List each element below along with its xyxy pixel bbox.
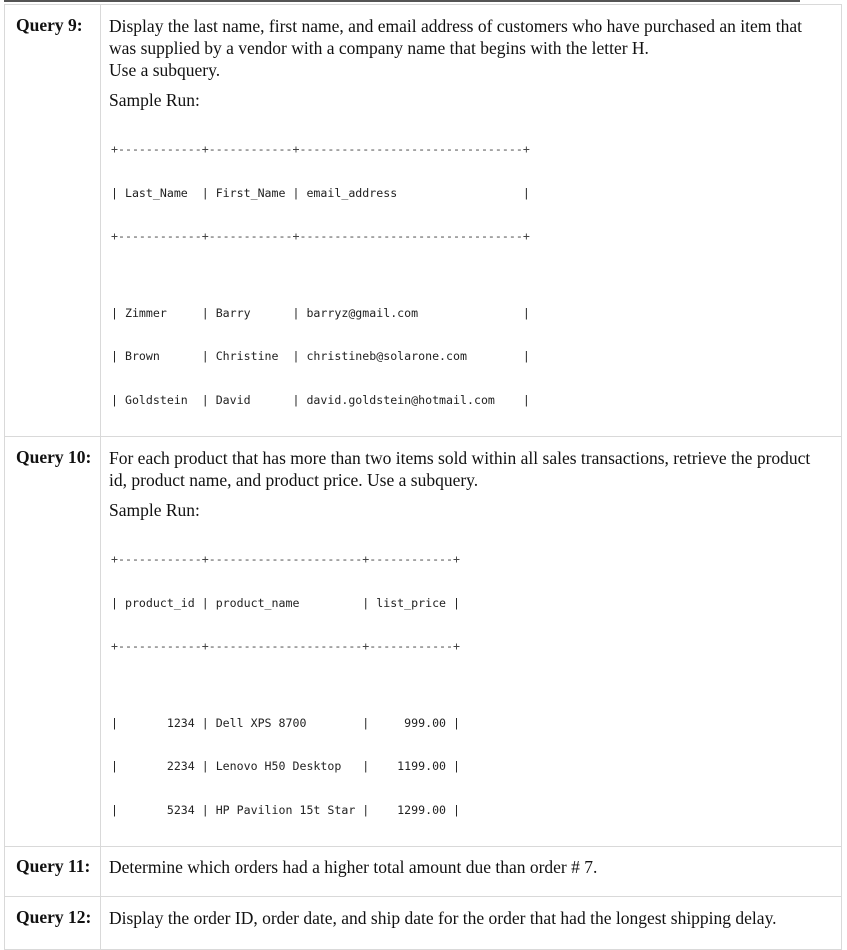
sample-run-label: Sample Run: [109, 90, 200, 110]
query-label: Query 12: [4, 896, 101, 950]
query-row-10: Query 10: For each product that has more… [4, 436, 842, 847]
table-border: +------------+------------+-------------… [111, 229, 530, 243]
query-content: Display the order ID, order date, and sh… [100, 896, 842, 950]
query-content: For each product that has more than two … [100, 436, 842, 847]
table-row: | Brown | Christine | christineb@solaron… [111, 349, 530, 363]
sample-run-label: Sample Run: [109, 500, 200, 520]
query-label: Query 10: [4, 436, 101, 847]
table-border: +------------+----------------------+---… [111, 552, 461, 566]
query-content: Determine which orders had a higher tota… [100, 846, 842, 897]
query-description-line: id, product name, and product price. Use… [109, 470, 479, 490]
query-description-line: Determine which orders had a higher tota… [109, 857, 598, 877]
table-row: | Zimmer | Barry | barryz@gmail.com | [111, 305, 530, 320]
query-label: Query 9: [4, 4, 101, 437]
table-row: | 2234 | Lenovo H50 Desktop | 1199.00 | [111, 759, 461, 773]
query-row-11: Query 11: Determine which orders had a h… [4, 846, 842, 897]
query-row-12: Query 12: Display the order ID, order da… [4, 896, 842, 950]
query-description-line: Use a subquery. [109, 60, 221, 80]
table-border: +------------+----------------------+---… [111, 639, 461, 653]
query-content: Display the last name, first name, and e… [100, 4, 842, 437]
table-header: | product_id | product_name | list_price… [111, 595, 461, 610]
table-row: | 1234 | Dell XPS 8700 | 999.00 | [111, 715, 461, 730]
table-border: +------------+------------+-------------… [111, 142, 530, 156]
table-header: | Last_Name | First_Name | email_address… [111, 185, 530, 200]
top-rule-divider [4, 0, 800, 2]
query-description-line: Display the last name, first name, and e… [109, 16, 802, 36]
query-row-9: Query 9: Display the last name, first na… [4, 4, 842, 437]
query-label: Query 11: [4, 846, 101, 897]
sample-run-output: +------------+----------------------+---… [109, 523, 835, 846]
query-description-line: Display the order ID, order date, and sh… [109, 908, 777, 928]
queries-table: Query 9: Display the last name, first na… [4, 4, 842, 950]
sample-run-output: +------------+------------+-------------… [109, 113, 835, 436]
query-description-line: For each product that has more than two … [109, 448, 811, 468]
table-row: | 5234 | HP Pavilion 15t Star | 1299.00 … [111, 802, 461, 817]
table-row: | Goldstein | David | david.goldstein@ho… [111, 392, 530, 407]
query-description-line: was supplied by a vendor with a company … [109, 38, 649, 58]
